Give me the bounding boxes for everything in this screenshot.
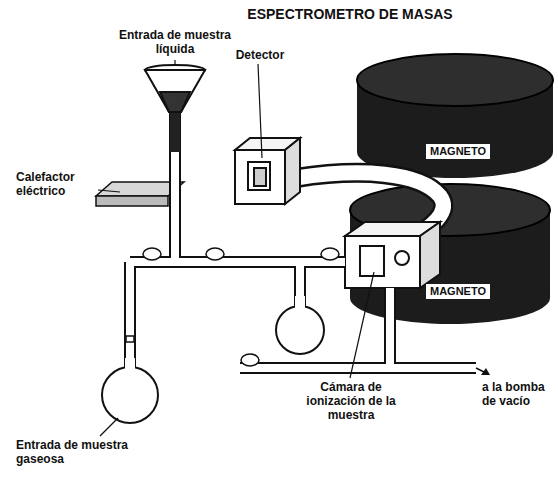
glass-tubing-part (130, 112, 476, 368)
ionization-chamber-part (420, 222, 440, 288)
vacuum-arrow-part (481, 368, 490, 375)
ionization-chamber-part (360, 246, 384, 276)
liquid-funnel-part (160, 92, 190, 112)
leader-lines-part (174, 60, 175, 64)
ionization-chamber (345, 222, 440, 288)
stopcock-valves-part (206, 248, 224, 260)
part-label: Calefactor eléctrico (16, 170, 98, 198)
glass-tubing (130, 112, 476, 368)
detector-box (235, 138, 300, 204)
detector-box-part (235, 150, 285, 204)
stopcock-valves-part (143, 248, 161, 260)
magnet-plate: MAGNETO (426, 144, 490, 159)
part-label: a la bomba de vacío (482, 380, 554, 408)
leader-lines-part (100, 418, 118, 436)
leader-lines-part (98, 190, 120, 192)
stopcock-valves-part (241, 354, 259, 366)
sample-bulbs (102, 296, 324, 423)
diagram-title: ESPECTROMETRO DE MASAS (200, 6, 500, 23)
flight-tube-part (296, 173, 443, 240)
leader-lines-part (350, 272, 374, 378)
part-label: Entrada de muestra gaseosa (16, 438, 146, 466)
flight-tube (296, 173, 443, 240)
glass-tubing-part (130, 112, 476, 368)
stopcock-valves (126, 248, 339, 366)
stopcock-valves-part (126, 336, 134, 342)
sample-bulbs-part (125, 358, 135, 370)
detector-box-part (248, 162, 270, 190)
part-label: Detector (232, 48, 288, 62)
sample-bulbs-part (276, 306, 324, 354)
part-label: Entrada de muestra líquida (115, 28, 235, 56)
vacuum-arrow (476, 368, 490, 375)
liquid-funnel (145, 65, 205, 112)
liquid-funnel-part (145, 70, 205, 112)
sample-bulbs-part (102, 367, 158, 423)
ionization-chamber-part (345, 236, 420, 288)
vacuum-arrow-part (476, 368, 484, 372)
sample-bulbs-part (295, 296, 305, 308)
upper-magnet-part (357, 54, 553, 106)
upper-magnet (357, 54, 553, 178)
electric-heater-part (96, 196, 168, 206)
stopcock-valves-part (321, 248, 339, 260)
part-label: Cámara de ionización de la muestra (296, 380, 406, 422)
magnet-plate: MAGNETO (426, 284, 490, 299)
detector-box-part (254, 168, 266, 186)
ionization-chamber-part (395, 251, 409, 265)
leader-lines (98, 60, 374, 436)
glass-tubing-part (170, 112, 180, 152)
leader-lines-part (258, 64, 262, 158)
detector-box-part (285, 138, 300, 204)
flight-tube-part (296, 173, 443, 240)
